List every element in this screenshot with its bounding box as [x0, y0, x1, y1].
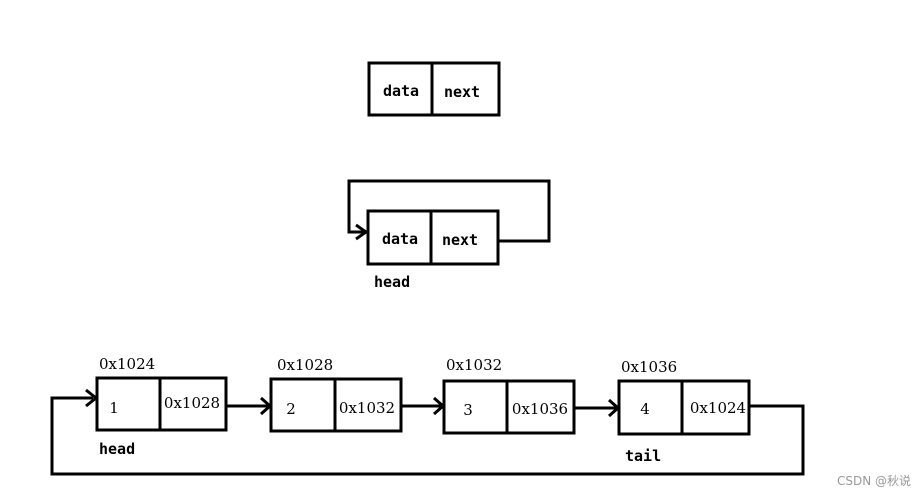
circular-list: 0x1024 1 0x1028 head 0x1028 2 0x1032 0x1… [50, 355, 805, 476]
list-node-4: 0x1036 4 0x1024 [617, 358, 751, 436]
node-next-address: 0x1024 [690, 399, 746, 417]
list-node-3: 0x1032 3 0x1036 [442, 356, 576, 435]
self-loop-node-next-field: next [442, 231, 478, 249]
single-node-box [367, 61, 501, 117]
node-address: 0x1028 [277, 356, 333, 374]
self-loop-head-label: head [374, 273, 410, 291]
watermark: CSDN @秋说 [837, 473, 911, 488]
self-loop-arrowhead [355, 223, 369, 241]
list-tail-label: tail [625, 447, 661, 465]
node-address: 0x1032 [446, 356, 502, 374]
node-value: 1 [109, 399, 119, 417]
node-next-address: 0x1028 [164, 394, 220, 412]
self-loop-node-data-field: data [382, 230, 418, 248]
node-address: 0x1024 [99, 355, 155, 373]
list-node-1: 0x1024 1 0x1028 [95, 355, 228, 432]
node-value: 4 [640, 400, 650, 418]
self-loop-node-box [366, 209, 500, 266]
tail-to-head-pointer [50, 396, 805, 476]
single-node-data-field: data [383, 82, 419, 100]
node-box [617, 379, 751, 436]
self-loop-node: data next head [347, 179, 551, 291]
self-loop-pointer [347, 179, 551, 243]
single-node: data next [367, 61, 501, 117]
node-box [442, 379, 576, 435]
node-next-address: 0x1032 [339, 399, 395, 417]
node-value: 2 [286, 400, 296, 418]
node-next-address: 0x1036 [512, 400, 568, 418]
node-value: 3 [463, 401, 473, 419]
single-node-next-field: next [444, 83, 480, 101]
list-node-2: 0x1028 2 0x1032 [269, 356, 403, 433]
node-address: 0x1036 [621, 358, 677, 376]
list-head-label: head [99, 440, 135, 458]
